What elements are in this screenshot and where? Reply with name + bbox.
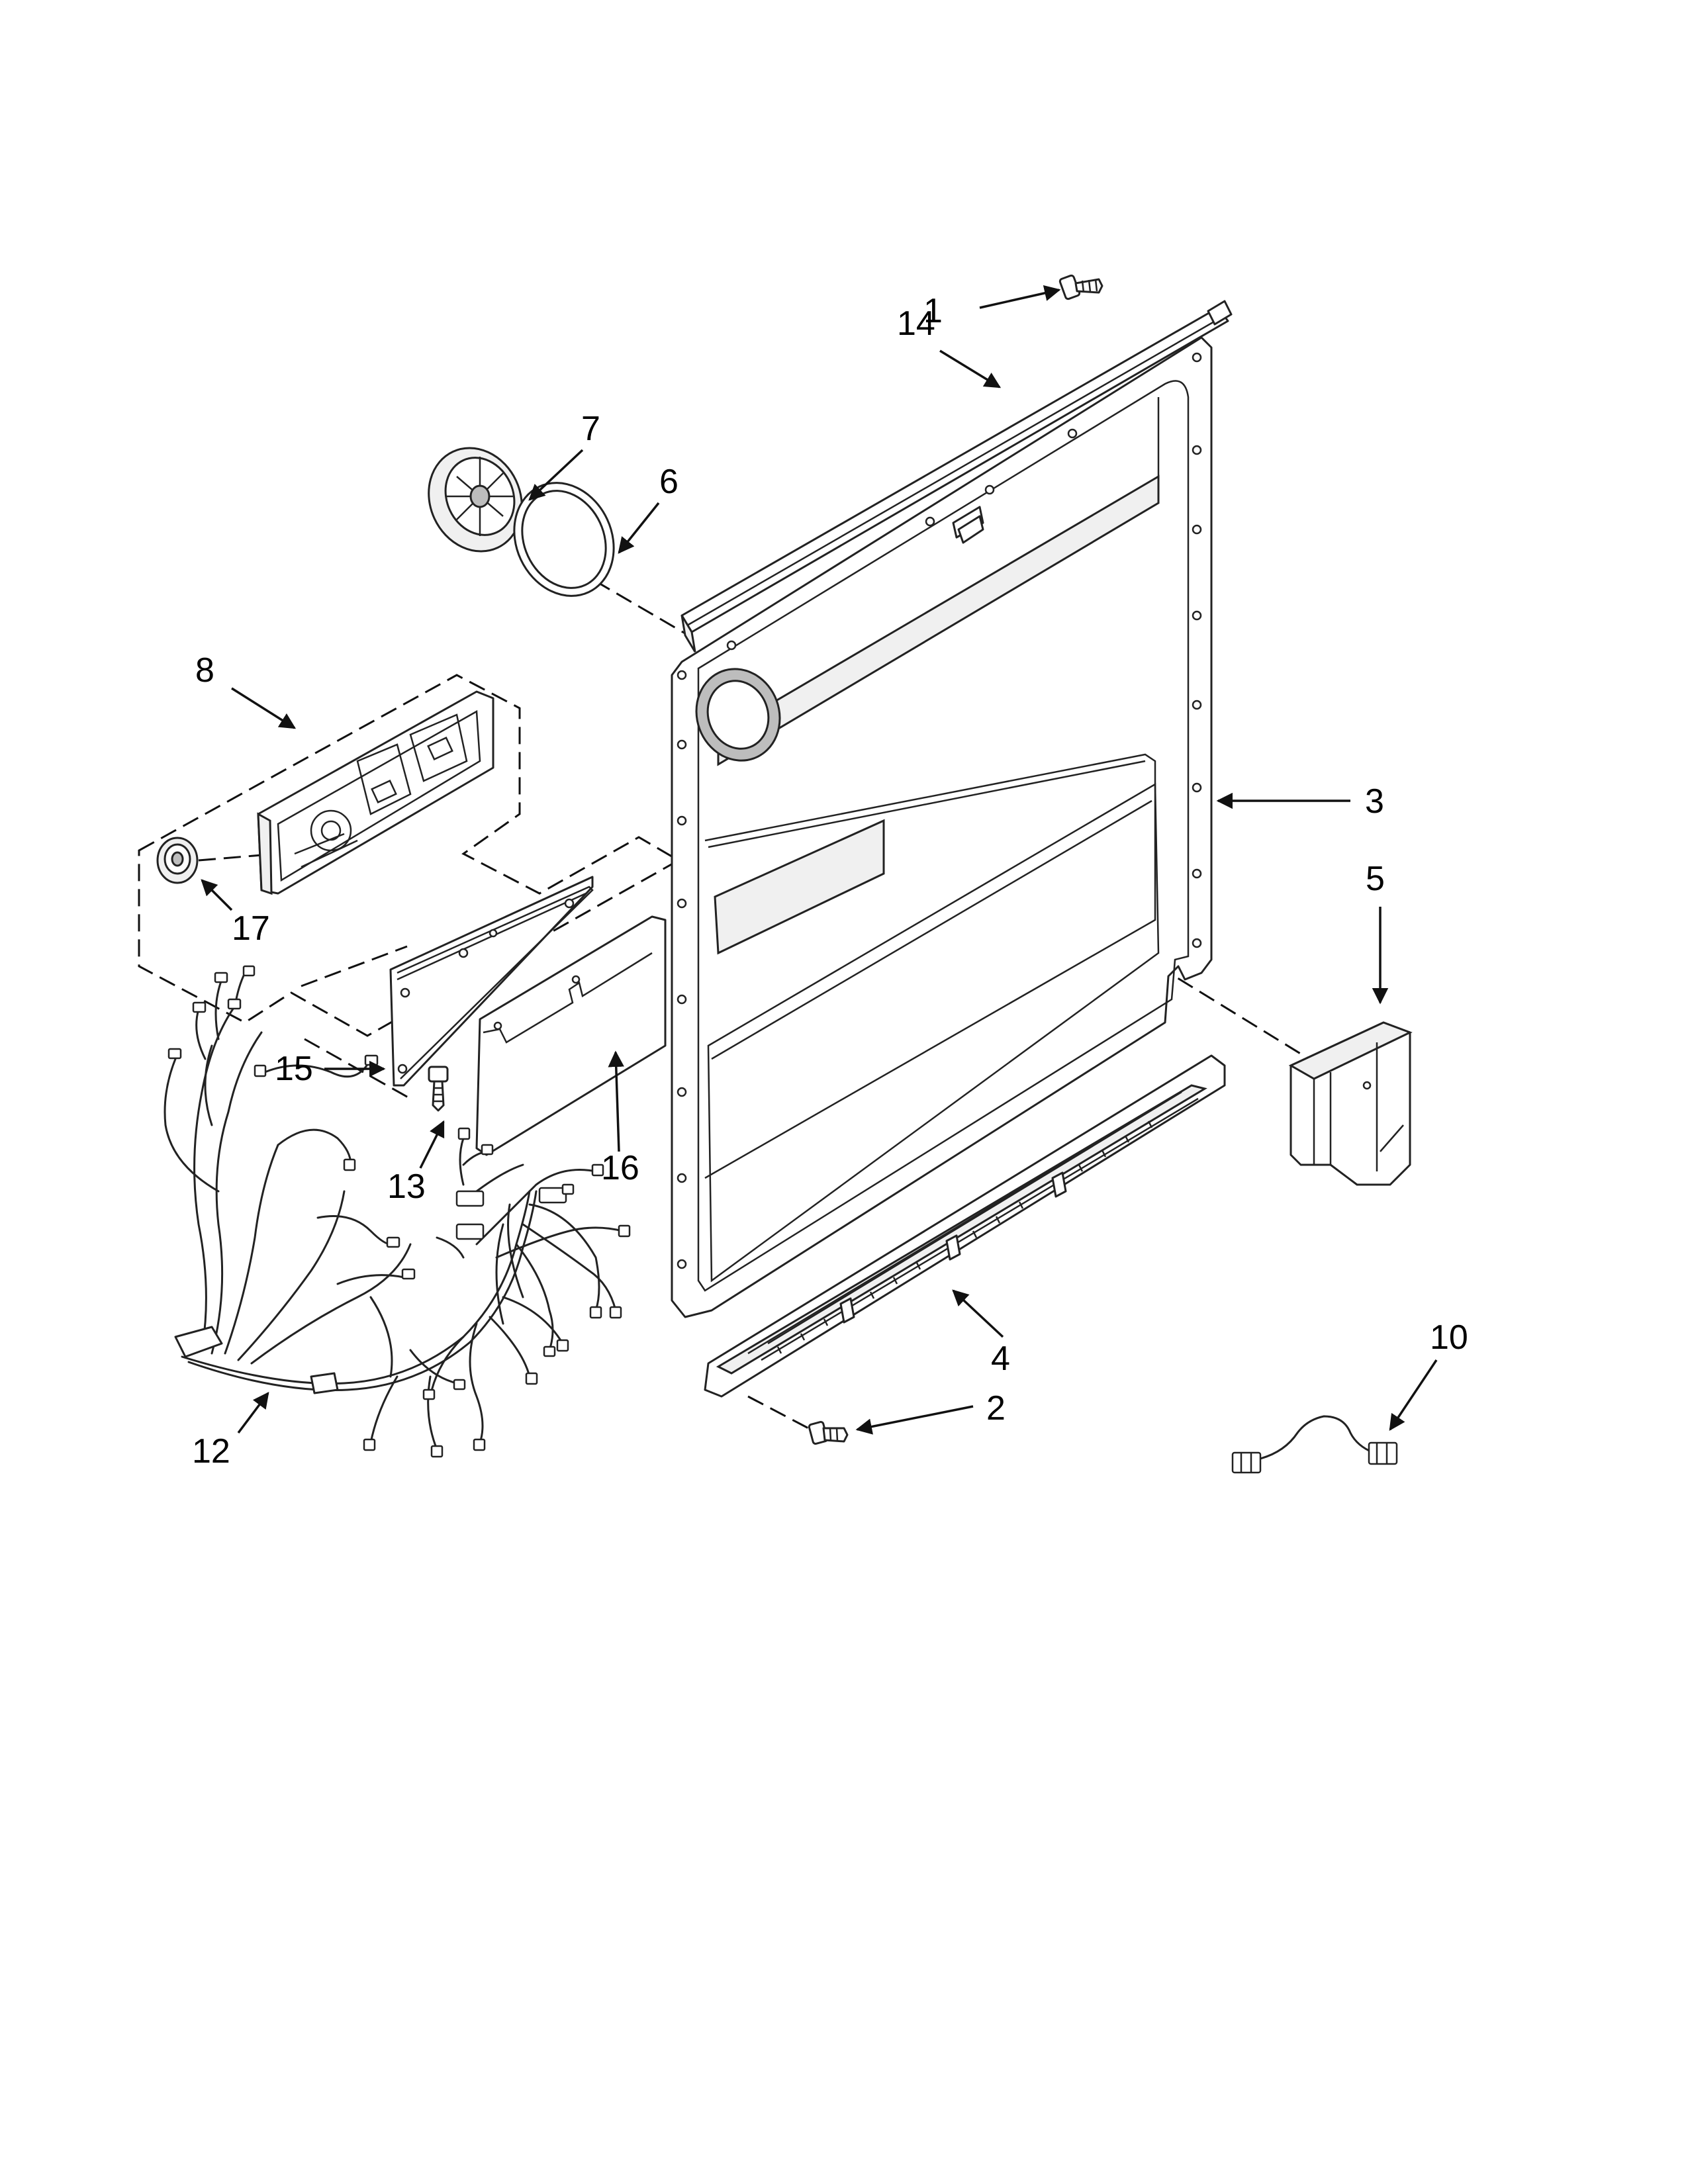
part-2-screw xyxy=(808,1421,849,1445)
callout-labels: 1 14 7 6 8 3 5 17 15 13 16 4 10 2 12 xyxy=(192,292,1468,1471)
callout-8: 8 xyxy=(195,651,214,690)
part-3-inner-door-panel xyxy=(671,336,1213,1318)
callout-leaders xyxy=(201,285,1438,1435)
part-12-wiring-harness xyxy=(164,965,631,1458)
callout-15: 15 xyxy=(275,1050,313,1088)
callout-6: 6 xyxy=(659,463,679,501)
part-4-lower-trim xyxy=(704,1054,1226,1398)
callout-17: 17 xyxy=(232,909,270,948)
part-7-vent-cap xyxy=(428,447,523,553)
callout-4: 4 xyxy=(991,1340,1010,1378)
callout-10: 10 xyxy=(1430,1318,1468,1357)
callout-7: 7 xyxy=(581,410,600,448)
part-16-shield xyxy=(475,915,667,1156)
callout-12: 12 xyxy=(192,1432,230,1471)
callout-1: 1 xyxy=(923,292,943,330)
part-8-user-interface xyxy=(257,690,494,895)
callout-2: 2 xyxy=(986,1389,1006,1428)
part-14-top-trim xyxy=(680,300,1233,653)
callout-3: 3 xyxy=(1365,782,1384,821)
callout-13: 13 xyxy=(387,1167,426,1206)
part-10-wire-jumper xyxy=(1231,1415,1398,1474)
callout-16: 16 xyxy=(601,1149,639,1187)
part-13-screw xyxy=(428,1066,449,1112)
callout-14: 14 xyxy=(897,304,935,343)
callout-5: 5 xyxy=(1366,860,1385,898)
part-6-vent-gasket xyxy=(513,482,615,597)
part-1-screw xyxy=(1058,274,1103,300)
part-15-control-board xyxy=(389,876,594,1087)
part-17-knob xyxy=(156,837,199,884)
part-5-dispenser xyxy=(1288,1021,1413,1186)
